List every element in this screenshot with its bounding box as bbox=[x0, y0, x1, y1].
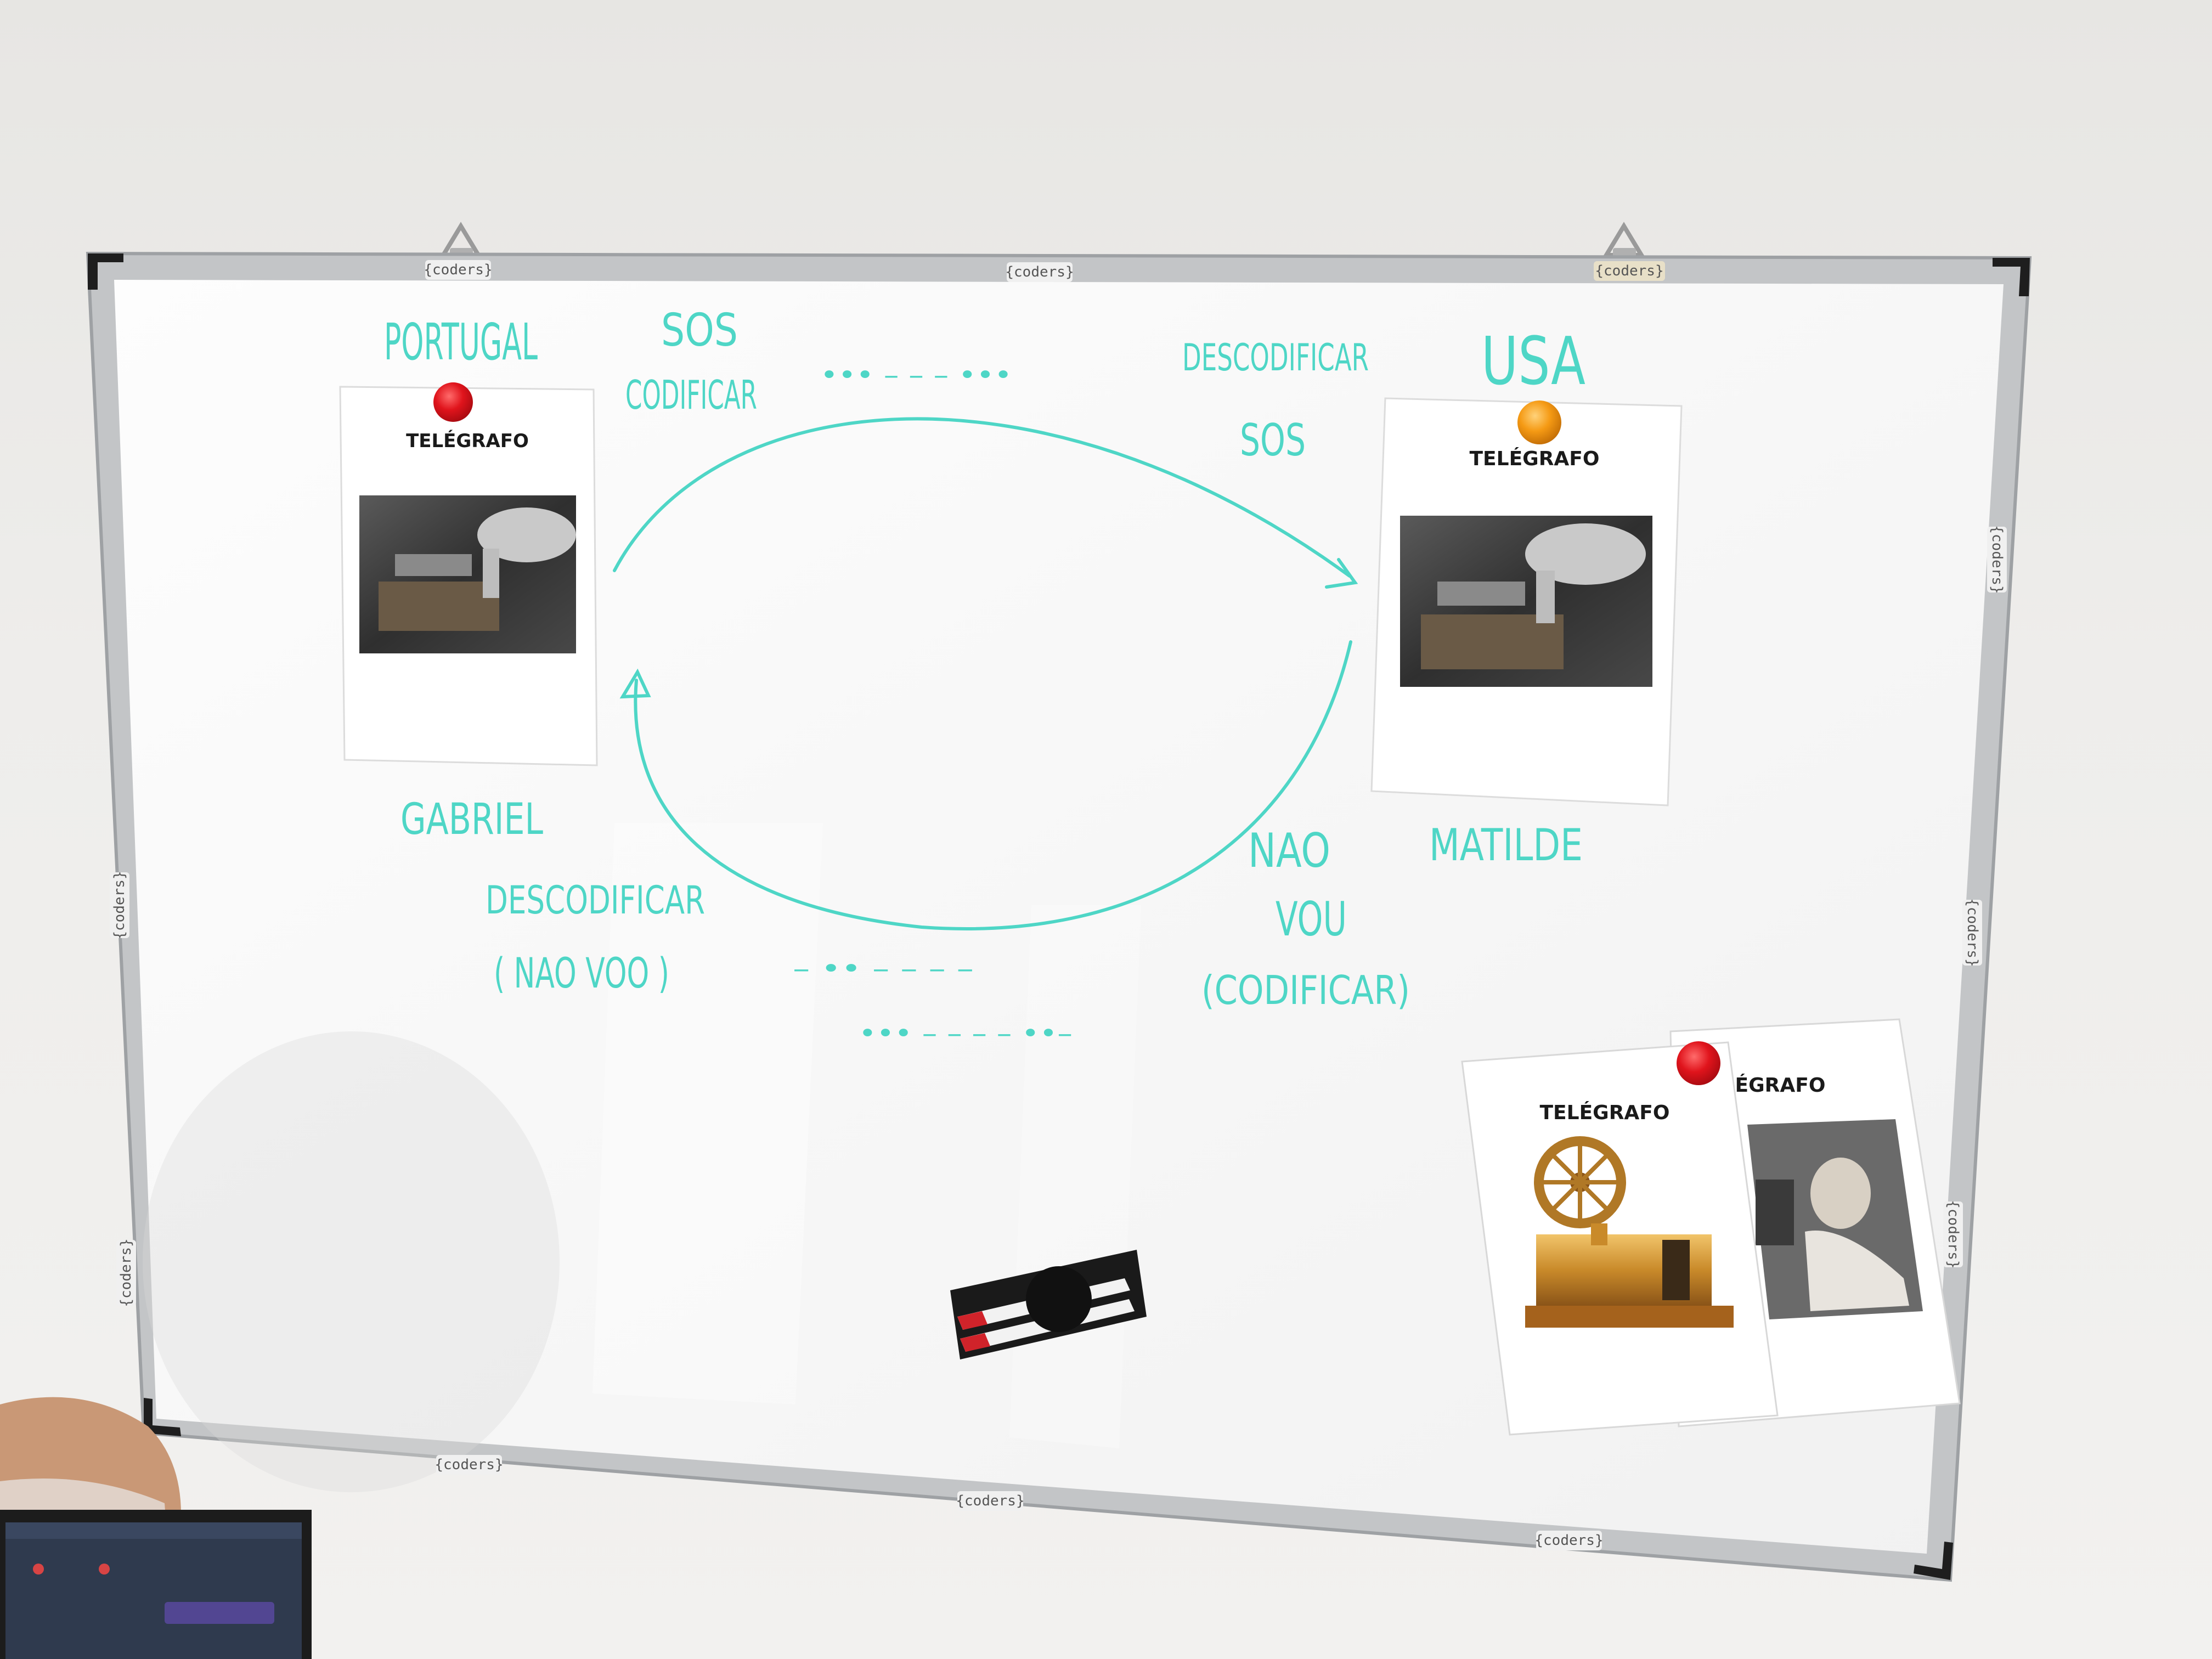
frame-corner-top-left bbox=[88, 253, 123, 290]
svg-text:{coders}: {coders} bbox=[111, 871, 128, 939]
wall-hook-right bbox=[1602, 222, 1646, 260]
poster-bottom-front-title: TELÉGRAFO bbox=[1539, 1101, 1669, 1124]
poster-bottom-front[interactable]: TELÉGRAFO bbox=[1461, 1041, 1779, 1436]
poster-left-photo bbox=[359, 495, 576, 653]
label-sos-top: SOS bbox=[661, 304, 738, 357]
label-portugal: PORTUGAL bbox=[384, 313, 538, 371]
svg-text:{coders}: {coders} bbox=[435, 1457, 503, 1473]
label-descodificar-top: DESCODIFICAR bbox=[1182, 336, 1369, 380]
magnet-red-left[interactable] bbox=[433, 382, 473, 422]
label-sos-right: SOS bbox=[1240, 415, 1306, 466]
label-gabriel: GABRIEL bbox=[400, 795, 543, 844]
svg-text:{coders}: {coders} bbox=[1534, 1532, 1603, 1549]
arrow-head-right bbox=[1325, 558, 1358, 589]
svg-text:{coders}: {coders} bbox=[1989, 525, 2005, 594]
brand-sticker-bottom-1: {coders} bbox=[435, 1455, 504, 1475]
brand-sticker-bottom-2: {coders} bbox=[956, 1491, 1025, 1511]
brand-sticker-top-1: {coders} bbox=[424, 260, 493, 280]
label-morse-bottom-1: – •• – – – – bbox=[793, 953, 974, 984]
marker-holder[interactable] bbox=[950, 1250, 1147, 1359]
label-matilde: MATILDE bbox=[1429, 820, 1583, 871]
label-morse-top: ••• – – – ••• bbox=[820, 360, 1012, 391]
label-codificar: CODIFICAR bbox=[625, 372, 757, 418]
arrow-top-curve bbox=[613, 417, 1351, 578]
svg-text:{coders}: {coders} bbox=[118, 1238, 134, 1307]
brand-sticker-bottom-3: {coders} bbox=[1534, 1531, 1604, 1550]
arrow-bottom-curve bbox=[634, 640, 1352, 930]
poster-right[interactable]: TELÉGRAFO bbox=[1370, 397, 1683, 806]
label-vou: VOU bbox=[1276, 892, 1347, 947]
frame-corner-bottom-left bbox=[144, 1398, 181, 1436]
poster-right-title: TELÉGRAFO bbox=[1469, 447, 1599, 470]
poster-bottom-back-title: ÉGRAFO bbox=[1735, 1074, 1826, 1097]
brand-sticker-right-1: {coders} bbox=[1987, 525, 2007, 594]
brand-sticker-right-3: {coders} bbox=[1943, 1200, 1963, 1269]
label-usa: USA bbox=[1481, 324, 1585, 400]
magnet-red-bottom[interactable] bbox=[1677, 1041, 1720, 1085]
poster-left-title: TELÉGRAFO bbox=[406, 430, 529, 452]
poster-right-photo bbox=[1400, 516, 1652, 687]
poster-left[interactable]: TELÉGRAFO bbox=[339, 386, 598, 766]
poster-bottom-front-photo bbox=[1525, 1136, 1734, 1328]
svg-text:{coders}: {coders} bbox=[956, 1493, 1024, 1509]
brand-sticker-left-2: {coders} bbox=[116, 1238, 136, 1307]
monitor bbox=[0, 1510, 312, 1659]
brand-sticker-right-2: {coders} bbox=[1962, 898, 1982, 967]
brand-sticker-top-2: {coders} bbox=[1005, 262, 1074, 282]
svg-text:{coders}: {coders} bbox=[1005, 264, 1074, 280]
svg-text:{coders}: {coders} bbox=[1964, 898, 1980, 967]
svg-text:{coders}: {coders} bbox=[1595, 263, 1663, 279]
magnet-orange-right[interactable] bbox=[1517, 400, 1561, 444]
label-nao: NAO bbox=[1248, 823, 1330, 878]
poster-bottom-back-photo bbox=[1747, 1119, 1923, 1319]
brand-sticker-left-1: {coders} bbox=[110, 871, 129, 940]
arrow-head-left bbox=[619, 668, 651, 699]
label-codificar-paren: (CODIFICAR) bbox=[1201, 967, 1410, 1013]
svg-text:{coders}: {coders} bbox=[1945, 1200, 1961, 1268]
brand-sticker-top-3: {coders} bbox=[1594, 261, 1665, 281]
label-morse-bottom-2: ••• – – – – ••– bbox=[859, 1018, 1073, 1049]
frame-corner-top-right bbox=[1993, 258, 2030, 296]
label-nao-voo: ( NAO VOO ) bbox=[494, 949, 669, 997]
frame-corner-bottom-right bbox=[1914, 1542, 1953, 1580]
label-descodificar-bottom: DESCODIFICAR bbox=[486, 878, 705, 923]
arrow-loop bbox=[613, 417, 1358, 930]
svg-text:{coders}: {coders} bbox=[424, 262, 492, 278]
